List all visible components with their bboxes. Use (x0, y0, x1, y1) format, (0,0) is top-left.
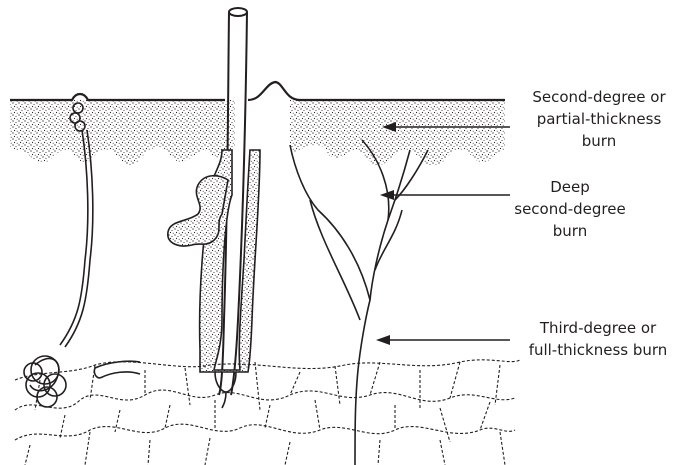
nerve-branches (290, 140, 428, 465)
label-deep-second-degree-burn: Deep second-degree burn (505, 176, 635, 242)
label-deep-second-degree-line2: second-degree (505, 198, 635, 220)
label-deep-second-degree-line1: Deep (505, 176, 635, 198)
label-third-degree-line2: full-thickness burn (513, 339, 683, 361)
label-deep-second-degree-line3: burn (505, 220, 635, 242)
blood-vessel (94, 361, 140, 378)
arrow-deep-second-degree (380, 190, 510, 200)
label-second-degree-line1: Second-degree or (515, 86, 683, 108)
label-second-degree-burn: Second-degree or partial-thickness burn (515, 86, 683, 152)
subcutaneous-fat (15, 360, 520, 465)
arrow-third-degree (376, 335, 510, 345)
label-third-degree-line1: Third-degree or (513, 317, 683, 339)
label-third-degree-burn: Third-degree or full-thickness burn (513, 317, 683, 361)
label-second-degree-line2: partial-thickness (515, 108, 683, 130)
label-second-degree-line3: burn (515, 130, 683, 152)
